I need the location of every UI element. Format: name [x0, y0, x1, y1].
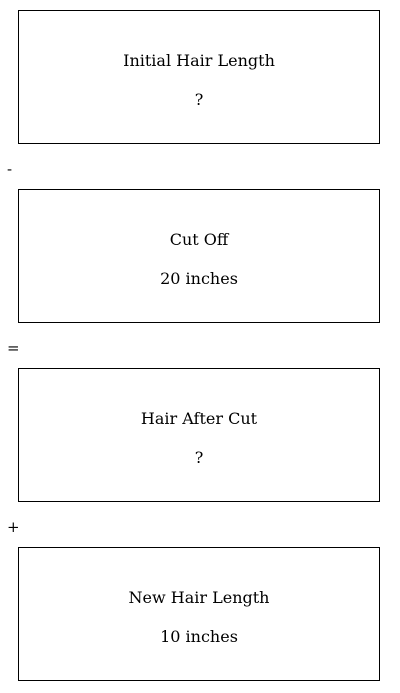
hair-after-cut-value: ? — [194, 448, 204, 467]
minus-operator: - — [7, 160, 13, 178]
cut-off-label: Cut Off — [169, 230, 229, 249]
equals-operator: = — [7, 339, 20, 357]
new-hair-length-box: New Hair Length 10 inches — [18, 547, 380, 681]
plus-operator: + — [7, 518, 20, 536]
hair-after-cut-label: Hair After Cut — [140, 409, 258, 428]
cut-off-box: Cut Off 20 inches — [18, 189, 380, 323]
new-hair-length-label: New Hair Length — [128, 588, 270, 607]
cut-off-value: 20 inches — [160, 269, 238, 288]
hair-after-cut-box: Hair After Cut ? — [18, 368, 380, 502]
initial-hair-length-value: ? — [194, 90, 204, 109]
initial-hair-length-label: Initial Hair Length — [123, 51, 275, 70]
initial-hair-length-box: Initial Hair Length ? — [18, 10, 380, 144]
new-hair-length-value: 10 inches — [160, 627, 238, 646]
